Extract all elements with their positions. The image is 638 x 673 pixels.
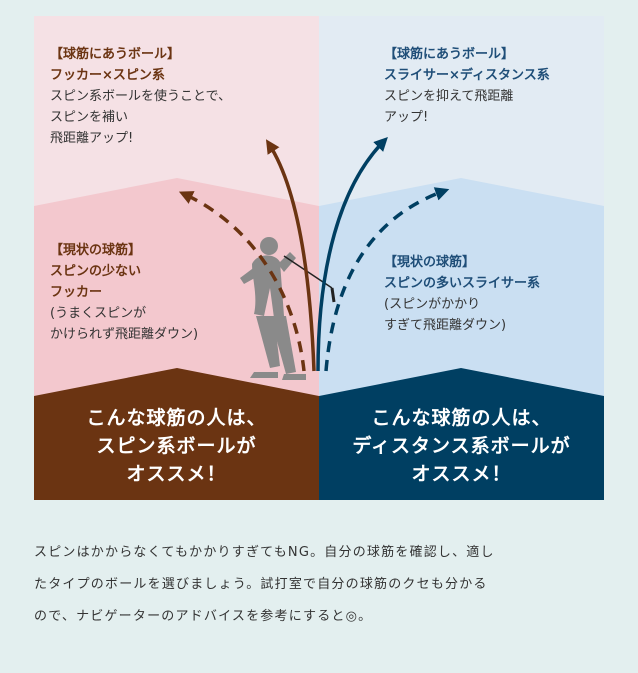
- right-current-desc-1: (スピンがかかり: [384, 297, 481, 312]
- left-top-panel: [34, 16, 319, 206]
- caption-line-3: ので、ナビゲーターのアドバイスを参考にすると◎。: [34, 609, 373, 624]
- caption-paragraph: スピンはかからなくてもかかりすぎてもNG。自分の球筋を確認し、適し たタイプのボ…: [34, 537, 606, 633]
- right-mid-panel: [319, 178, 604, 396]
- left-ideal-text: 【球筋にあうボール】 フッカー×スピン系 スピン系ボールを使うことで、 スピンを…: [50, 44, 231, 149]
- left-hook-ideal-arrow: [265, 139, 316, 372]
- left-bottom-panel: [34, 368, 319, 500]
- left-current-desc-1: (うまくスピンが: [50, 306, 147, 321]
- golfer-silhouette-icon: [240, 237, 306, 380]
- right-top-panel: [319, 16, 604, 206]
- left-mid-panel: [34, 178, 319, 396]
- right-ideal-desc-1: スピンを抑えて飛距離: [384, 89, 514, 104]
- left-current-type-1: スピンの少ない: [50, 264, 142, 279]
- right-recommendation: こんな球筋の人は、 ディスタンス系ボールが オススメ！: [319, 404, 604, 488]
- caption-line-1: スピンはかからなくてもかかりすぎてもNG。自分の球筋を確認し、適し: [34, 545, 495, 560]
- right-cta-line-1: こんな球筋の人は、: [371, 407, 552, 429]
- right-cta-line-2: ディスタンス系ボールが: [352, 435, 571, 457]
- right-ideal-text: 【球筋にあうボール】 スライサー×ディスタンス系 スピンを抑えて飛距離 アップ!: [384, 44, 550, 128]
- left-current-text: 【現状の球筋】 スピンの少ない フッカー (うまくスピンが かけられず飛距離ダウ…: [50, 240, 198, 345]
- left-cta-line-2: スピン系ボールが: [96, 435, 257, 457]
- left-ideal-heading: 【球筋にあうボール】: [50, 47, 181, 62]
- left-cta-line-1: こんな球筋の人は、: [86, 407, 267, 429]
- right-bottom-panel: [319, 368, 604, 500]
- right-cta-line-3: オススメ！: [411, 463, 512, 485]
- left-ideal-desc-3: 飛距離アップ!: [50, 131, 134, 146]
- left-ideal-desc-1: スピン系ボールを使うことで、: [50, 89, 232, 104]
- right-ideal-heading: 【球筋にあうボール】: [384, 47, 515, 62]
- golf-club-head: [330, 287, 336, 303]
- diagram-graphic: [34, 16, 604, 500]
- right-slice-ideal-arrow: [316, 136, 388, 372]
- left-current-heading: 【現状の球筋】: [50, 243, 142, 258]
- left-ideal-type: フッカー×スピン系: [50, 68, 165, 83]
- right-slice-current-arrow: [324, 187, 450, 372]
- left-ideal-desc-2: スピンを補い: [50, 110, 129, 125]
- right-ideal-desc-2: アップ!: [384, 110, 429, 125]
- left-recommendation: こんな球筋の人は、 スピン系ボールが オススメ！: [34, 404, 319, 488]
- left-current-type-2: フッカー: [50, 285, 103, 300]
- left-cta-line-3: オススメ！: [126, 463, 227, 485]
- right-ideal-type: スライサー×ディスタンス系: [384, 68, 550, 83]
- caption-line-2: たタイプのボールを選びましょう。試打室で自分の球筋のクセも分かる: [34, 577, 488, 592]
- left-current-desc-2: かけられず飛距離ダウン): [50, 327, 199, 342]
- right-current-desc-2: すぎて飛距離ダウン): [384, 318, 507, 333]
- right-current-type: スピンの多いスライサー系: [384, 276, 541, 291]
- left-hook-current-arrow: [178, 191, 306, 372]
- right-current-heading: 【現状の球筋】: [384, 255, 476, 270]
- ball-flight-diagram: 【球筋にあうボール】 フッカー×スピン系 スピン系ボールを使うことで、 スピンを…: [34, 16, 604, 500]
- right-current-text: 【現状の球筋】 スピンの多いスライサー系 (スピンがかかり すぎて飛距離ダウン): [384, 252, 540, 336]
